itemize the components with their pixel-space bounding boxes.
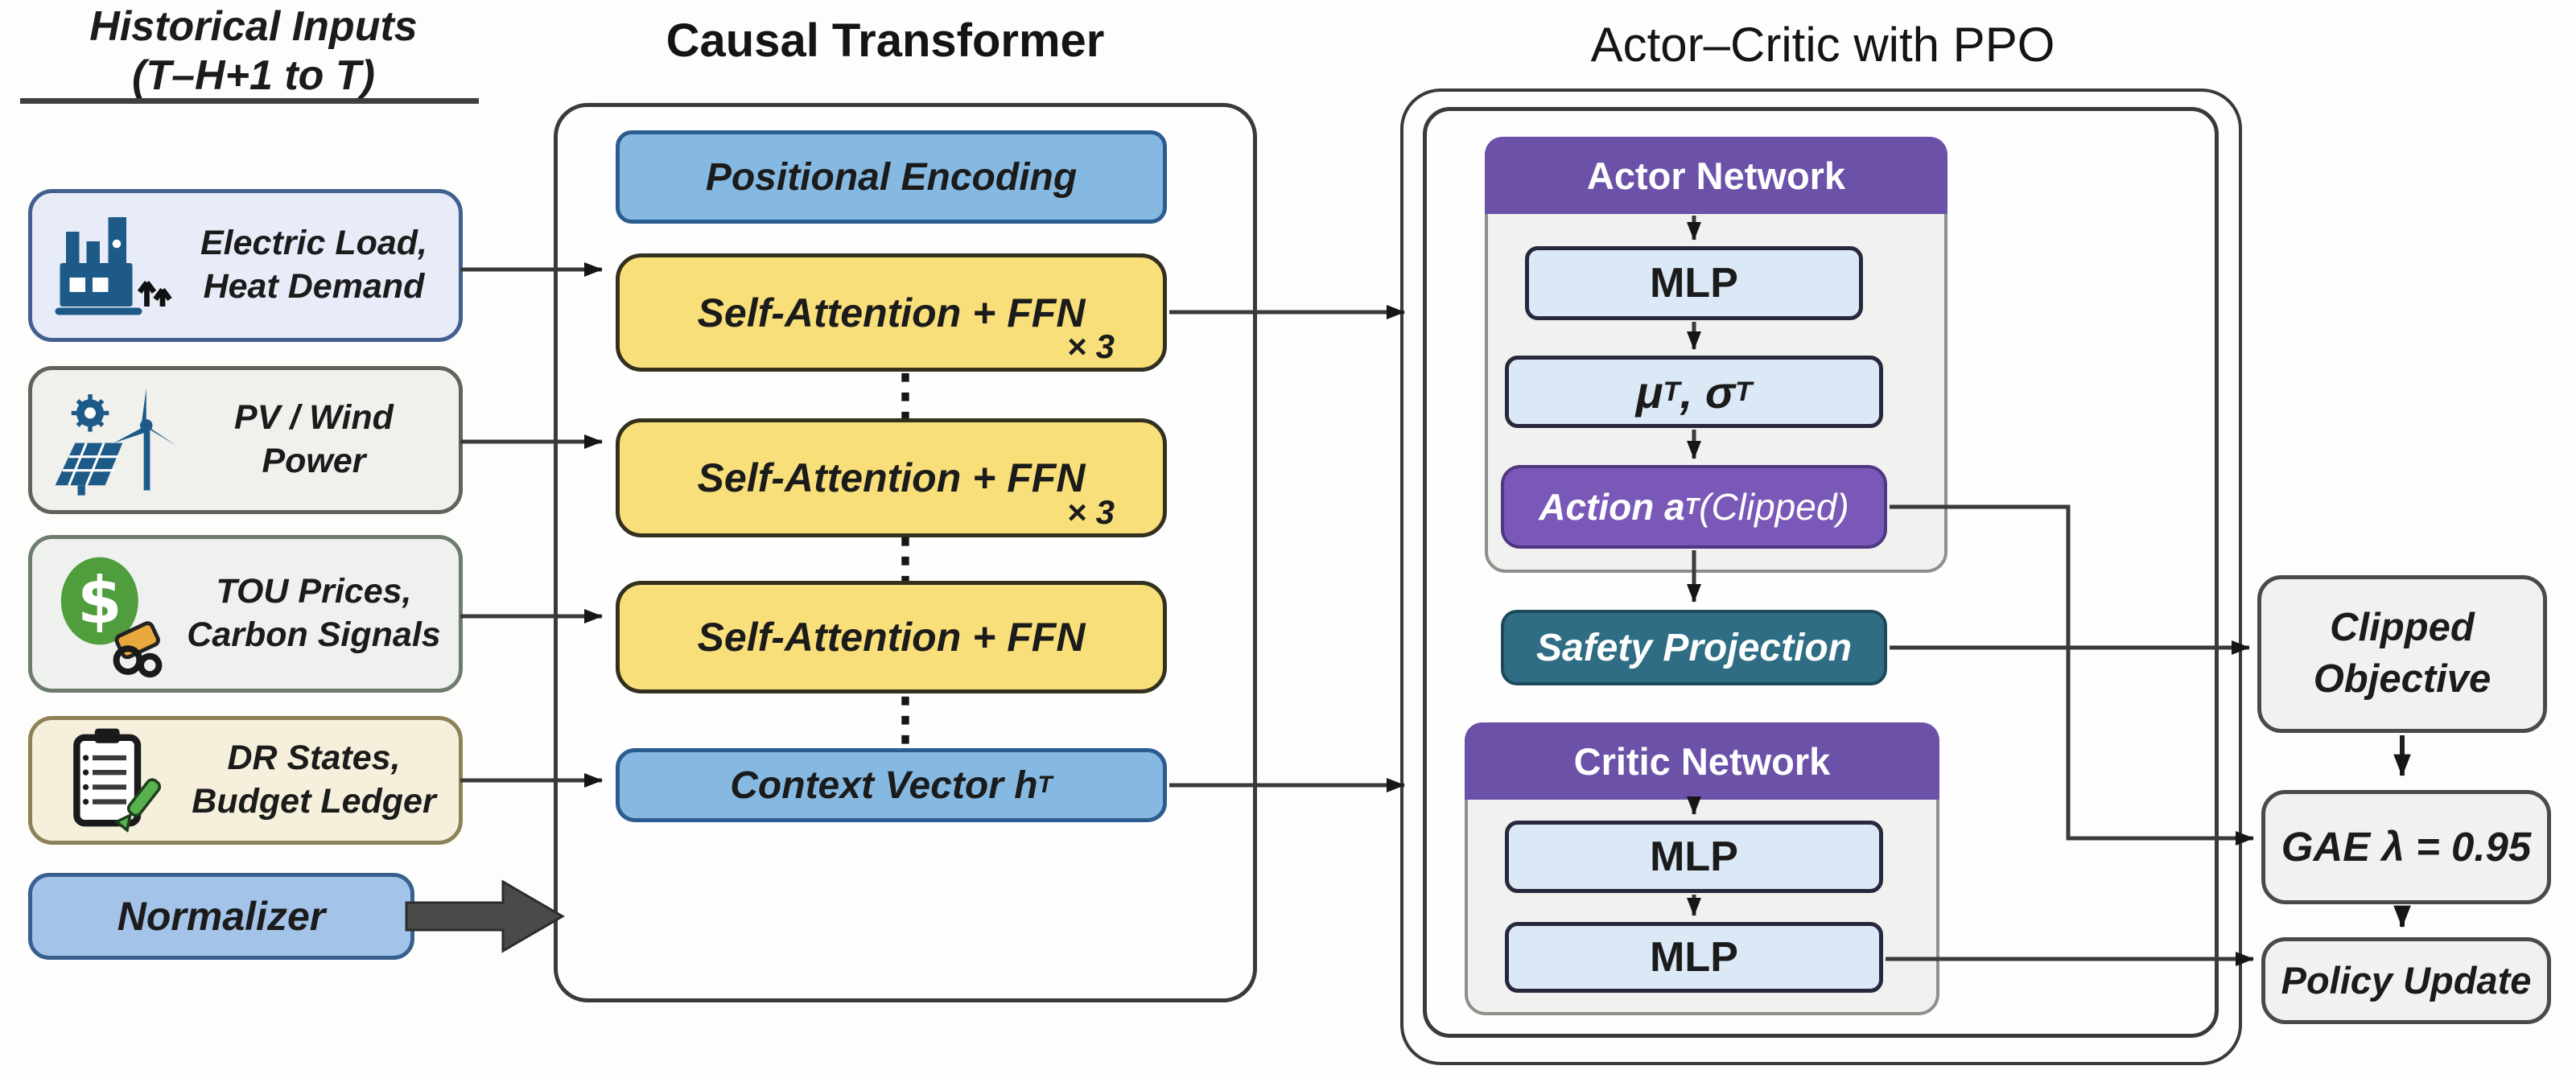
title-underline: [20, 98, 479, 104]
ellipsis-dots-3: ⋮: [873, 686, 938, 750]
historical-inputs-title-line1: Historical Inputs: [89, 2, 418, 50]
safety-projection-label: Safety Projection: [1535, 626, 1853, 669]
input-tou-prices-box: $ TOU Prices, Carbon Signals: [28, 535, 463, 693]
actor-critic-title-text: Actor–Critic with PPO: [1590, 17, 2055, 72]
input-electric-load-line2: Heat Demand: [203, 267, 425, 306]
input-electric-load-line1: Electric Load,: [200, 224, 427, 263]
input-dr-states-line1: DR States,: [227, 739, 401, 778]
policy-update-box: Policy Update: [2261, 937, 2551, 1024]
input-pv-wind-label: PV / Wind Power: [183, 397, 444, 484]
critic-mlp1-block: MLP: [1505, 821, 1883, 893]
policy-update-label: Policy Update: [2281, 959, 2532, 1002]
self-attention-block-1: Self-Attention + FFN × 3: [616, 253, 1167, 372]
causal-transformer-title-text: Causal Transformer: [666, 14, 1105, 67]
ellipsis-dots-2: ⋮: [873, 531, 938, 587]
actor-critic-title: Actor–Critic with PPO: [1449, 14, 2197, 74]
input-dr-states-line2: Budget Ledger: [192, 782, 436, 821]
input-dr-states-label: DR States, Budget Ledger: [183, 737, 444, 824]
critic-network-header: Critic Network: [1465, 722, 1939, 800]
input-pv-wind-line1: PV / Wind: [234, 398, 394, 438]
input-tou-prices-line2: Carbon Signals: [187, 615, 441, 654]
input-dr-states-box: DR States, Budget Ledger: [28, 716, 463, 845]
actor-network-header-label: Actor Network: [1586, 154, 1846, 197]
mu-symbol: μ: [1635, 366, 1663, 418]
actor-network-header: Actor Network: [1485, 137, 1947, 214]
critic-mlp2-block: MLP: [1505, 922, 1883, 993]
ellipsis-3-glyph: ⋮: [877, 686, 934, 750]
critic-mlp1-label: MLP: [1650, 833, 1738, 880]
positional-encoding-label: Positional Encoding: [705, 155, 1078, 199]
historical-inputs-title-line2: (T–H+1 to T): [132, 52, 375, 99]
clipped-objective-line1: Clipped: [2330, 606, 2475, 650]
context-vector-subscript: T: [1037, 772, 1053, 798]
input-pv-wind-box: PV / Wind Power: [28, 366, 463, 514]
normalizer-label: Normalizer: [117, 894, 326, 939]
normalizer-thick-arrow: [405, 879, 565, 953]
self-attention-3-label: Self-Attention + FFN: [697, 615, 1086, 660]
clipped-objective-line2: Objective: [2313, 657, 2492, 701]
dollar-tag-icon: $: [47, 549, 183, 678]
clipboard-pen-icon: [47, 724, 183, 837]
self-attention-1-multiplier: × 3: [1066, 327, 1115, 365]
self-attention-1-label: Self-Attention + FFN: [697, 290, 1086, 335]
input-tou-prices-label: TOU Prices, Carbon Signals: [183, 570, 444, 657]
input-tou-prices-line1: TOU Prices,: [216, 572, 412, 611]
factory-icon: [47, 205, 183, 326]
critic-network-header-label: Critic Network: [1573, 739, 1831, 783]
self-attention-2-multiplier: × 3: [1066, 493, 1115, 531]
historical-inputs-title: Historical Inputs (T–H+1 to T): [12, 3, 495, 99]
self-attention-2-label: Self-Attention + FFN: [697, 455, 1086, 500]
ellipsis-2-glyph: ⋮: [877, 527, 934, 590]
input-electric-load-box: Electric Load, Heat Demand: [28, 189, 463, 342]
actor-mlp-label: MLP: [1650, 260, 1738, 307]
ellipsis-1-glyph: ⋮: [877, 363, 934, 426]
safety-projection-block: Safety Projection: [1501, 610, 1887, 685]
positional-encoding-block: Positional Encoding: [616, 130, 1167, 224]
clipped-objective-box: Clipped Objective: [2257, 575, 2547, 733]
svg-text:$: $: [77, 563, 122, 638]
causal-transformer-title: Causal Transformer: [531, 11, 1239, 69]
causal-transformer-container: [554, 103, 1257, 1002]
gae-label: GAE λ = 0.95: [2281, 823, 2532, 870]
sigma-symbol: , σ: [1680, 366, 1736, 418]
sigma-subscript: T: [1735, 376, 1753, 407]
action-subscript: T: [1684, 493, 1700, 520]
solar-wind-icon: [47, 378, 183, 503]
input-pv-wind-line2: Power: [262, 442, 366, 480]
critic-mlp2-label: MLP: [1650, 934, 1738, 981]
self-attention-block-3: Self-Attention + FFN: [616, 581, 1167, 693]
context-vector-label: Context Vector h: [730, 763, 1038, 807]
normalizer-box: Normalizer: [28, 873, 414, 960]
self-attention-block-2: Self-Attention + FFN × 3: [616, 418, 1167, 537]
actor-mlp-block: MLP: [1525, 246, 1863, 320]
action-label-post: (Clipped): [1699, 486, 1849, 528]
action-label-pre: Action a: [1539, 486, 1685, 528]
mu-subscript: T: [1663, 376, 1680, 407]
input-electric-load-label: Electric Load, Heat Demand: [183, 222, 444, 309]
gae-box: GAE λ = 0.95: [2261, 790, 2551, 904]
ellipsis-dots-1: ⋮: [873, 363, 938, 426]
